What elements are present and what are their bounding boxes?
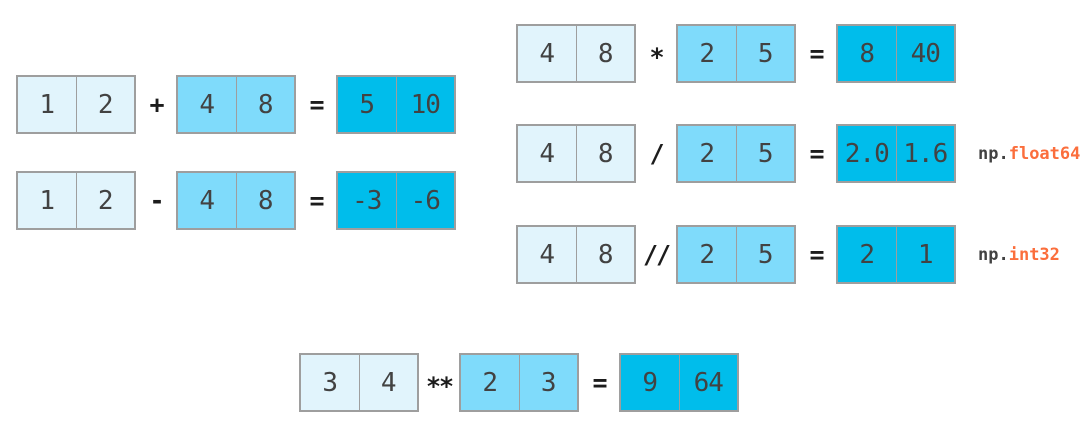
dtype-prefix: np. [978,244,1009,265]
array-operand-2: 2 5 [676,225,796,284]
array-cell: 2 [838,227,896,282]
array-cell: 2 [461,355,519,410]
array-cell: 4 [518,126,576,181]
array-cell: 4 [358,355,417,410]
dtype-label: np.int32 [978,245,1060,265]
array-cell: -3 [338,173,396,228]
array-cell: 40 [895,26,954,81]
array-cell: 10 [395,77,454,132]
array-operand-2: 2 5 [676,24,796,83]
equals-sign: = [809,240,824,269]
array-cell: 8 [838,26,896,81]
array-cell: 1 [895,227,954,282]
array-cell: 8 [235,77,294,132]
array-cell: 4 [518,227,576,282]
array-result: 2 1 [836,225,956,284]
array-cell: 8 [575,126,634,181]
array-result: 9 64 [619,353,739,412]
array-cell: 2 [678,26,736,81]
array-operand-1: 3 4 [299,353,419,412]
array-cell: 2 [678,126,736,181]
equals-sign: = [592,368,607,397]
array-result: 5 10 [336,75,456,134]
array-operand-2: 2 3 [459,353,579,412]
operator-symbol: ** [425,372,454,401]
array-operand-2: 4 8 [176,171,296,230]
dtype-label: np.float64 [978,144,1080,164]
array-cell: 8 [575,26,634,81]
operation-row-power: 3 4 ** 2 3 = 9 64 [299,353,739,412]
array-cell: 4 [518,26,576,81]
array-cell: 5 [735,126,794,181]
array-cell: 5 [338,77,396,132]
array-cell: 2 [75,77,134,132]
array-cell: 1 [18,173,76,228]
array-operand-2: 4 8 [176,75,296,134]
array-cell: -6 [395,173,454,228]
array-cell: 2 [75,173,134,228]
array-cell: 64 [678,355,737,410]
dtype-name: int32 [1008,244,1060,265]
array-result: 8 40 [836,24,956,83]
array-cell: 3 [518,355,577,410]
equals-sign: = [309,90,324,119]
dtype-prefix: np. [978,143,1009,164]
array-cell: 4 [178,173,236,228]
equals-sign: = [809,139,824,168]
array-cell: 2.0 [838,126,896,181]
array-cell: 8 [235,173,294,228]
operator-symbol: / [649,139,664,168]
operation-row-multiply: 4 8 * 2 5 = 8 40 [516,24,956,83]
array-cell: 3 [301,355,359,410]
operation-row-subtract: 1 2 - 4 8 = -3 -6 [16,171,456,230]
array-operand-1: 4 8 [516,124,636,183]
array-cell: 2 [678,227,736,282]
array-cell: 1.6 [895,126,954,181]
array-result: 2.0 1.6 [836,124,956,183]
array-operand-1: 1 2 [16,75,136,134]
array-cell: 1 [18,77,76,132]
operator-symbol: - [149,186,164,215]
operator-symbol: + [149,90,164,119]
operation-row-add: 1 2 + 4 8 = 5 10 [16,75,456,134]
array-result: -3 -6 [336,171,456,230]
array-cell: 5 [735,26,794,81]
operator-symbol: * [649,43,664,72]
array-operand-1: 1 2 [16,171,136,230]
dtype-name: float64 [1008,143,1080,164]
equals-sign: = [809,39,824,68]
array-operand-2: 2 5 [676,124,796,183]
operator-symbol: // [642,240,671,269]
array-operand-1: 4 8 [516,225,636,284]
operation-row-floor-divide: 4 8 // 2 5 = 2 1 np.int32 [516,225,1060,284]
equals-sign: = [309,186,324,215]
array-cell: 8 [575,227,634,282]
operation-row-divide: 4 8 / 2 5 = 2.0 1.6 np.float64 [516,124,1080,183]
array-operand-1: 4 8 [516,24,636,83]
array-cell: 5 [735,227,794,282]
array-cell: 4 [178,77,236,132]
array-cell: 9 [621,355,679,410]
